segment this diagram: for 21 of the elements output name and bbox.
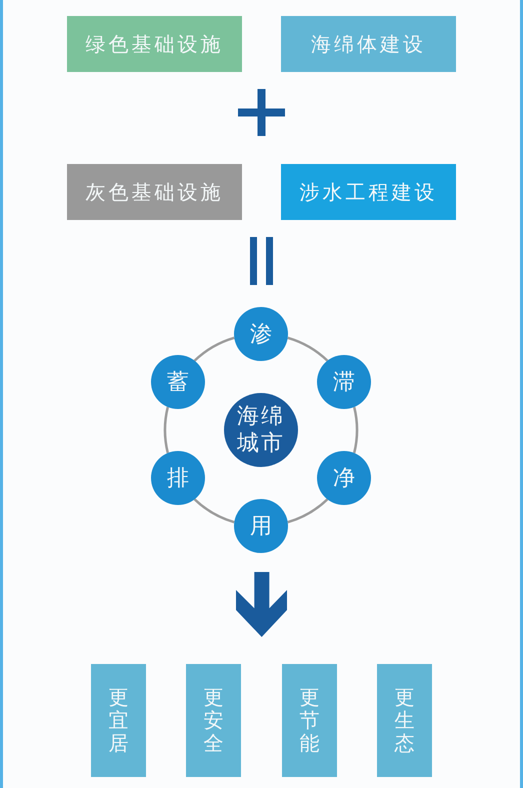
function-circle: 蓄 — [150, 355, 205, 409]
function-circle: 用 — [234, 499, 288, 553]
function-circle: 排 — [150, 451, 205, 505]
category-box: 绿色基础设施 — [67, 16, 242, 72]
category-box: 灰色基础设施 — [67, 164, 242, 220]
benefit-box: 更安全 — [186, 664, 241, 777]
benefit-box: 更生态 — [377, 664, 432, 777]
connector-line — [164, 406, 169, 454]
connector-line — [194, 336, 235, 362]
function-circle: 净 — [317, 451, 372, 505]
benefit-box: 更宜居 — [91, 664, 146, 777]
connector-line — [194, 498, 235, 524]
connector-line — [353, 406, 358, 454]
connector-line — [287, 498, 328, 524]
function-circle: 滞 — [317, 355, 372, 409]
category-box: 海绵体建设 — [281, 16, 456, 72]
center-circle: 海绵城市 — [224, 393, 298, 467]
category-box: 涉水工程建设 — [281, 164, 456, 220]
benefit-box: 更节能 — [282, 664, 337, 777]
function-circle: 渗 — [234, 307, 288, 361]
connector-line — [287, 336, 328, 362]
